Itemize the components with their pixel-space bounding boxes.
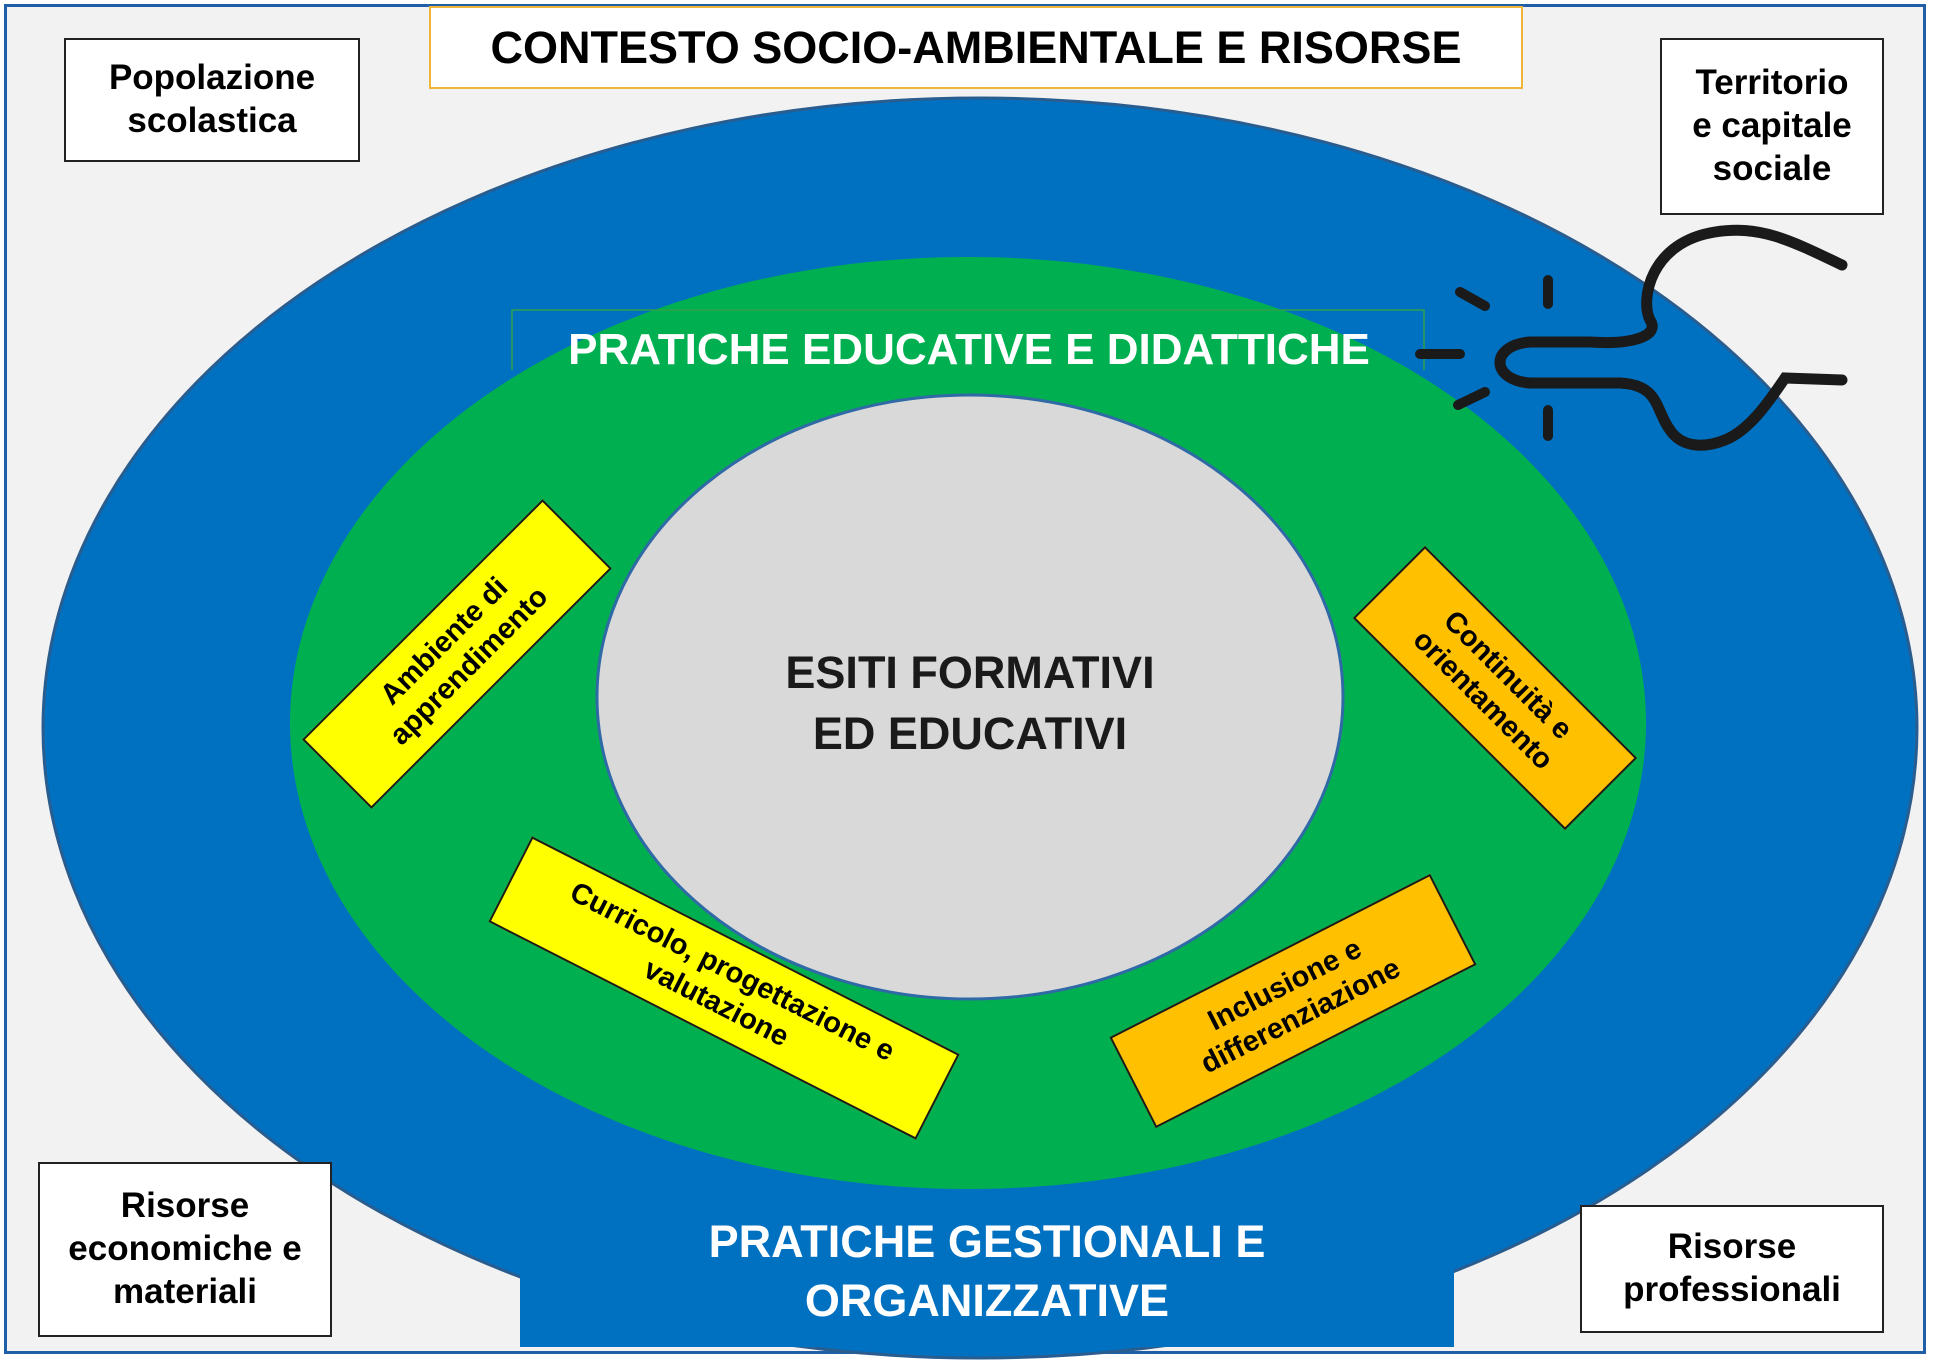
box-popolazione-text: Popolazione scolastica [108,58,316,140]
middle-ring-label: PRATICHE EDUCATIVE E DIDATTICHE [568,325,1370,374]
box-territorio: Territorio e capitale sociale [1660,38,1884,215]
center-label-line1: ESITI FORMATIVI [785,647,1155,698]
outer-ring-label: PRATICHE GESTIONALI E ORGANIZZATIVE [520,1213,1454,1330]
center-ellipse [595,393,1345,1001]
middle-label-bracket [511,309,1425,370]
outer-ring-label-band [520,1190,1454,1347]
center-label-line2: ED EDUCATIVI [812,707,1128,759]
electric-plug-spark-icon [1415,224,1848,451]
box-risorse-economiche-text: Risorse economiche e materiali [68,1186,302,1311]
center-label: ESITI FORMATIVI ED EDUCATIVI [700,643,1240,765]
box-territorio-text: Territorio e capitale sociale [1692,63,1852,188]
box-risorse-professionali-text: Risorse professionali [1623,1227,1841,1309]
box-risorse-professionali: Risorse professionali [1580,1205,1884,1333]
outer-ring-label-text: PRATICHE GESTIONALI E ORGANIZZATIVE [708,1216,1266,1326]
title-box: CONTESTO SOCIO-AMBIENTALE E RISORSE [429,6,1523,89]
title-text: CONTESTO SOCIO-AMBIENTALE E RISORSE [490,21,1462,73]
box-popolazione-scolastica: Popolazione scolastica [64,38,360,162]
box-risorse-economiche: Risorse economiche e materiali [38,1162,332,1337]
